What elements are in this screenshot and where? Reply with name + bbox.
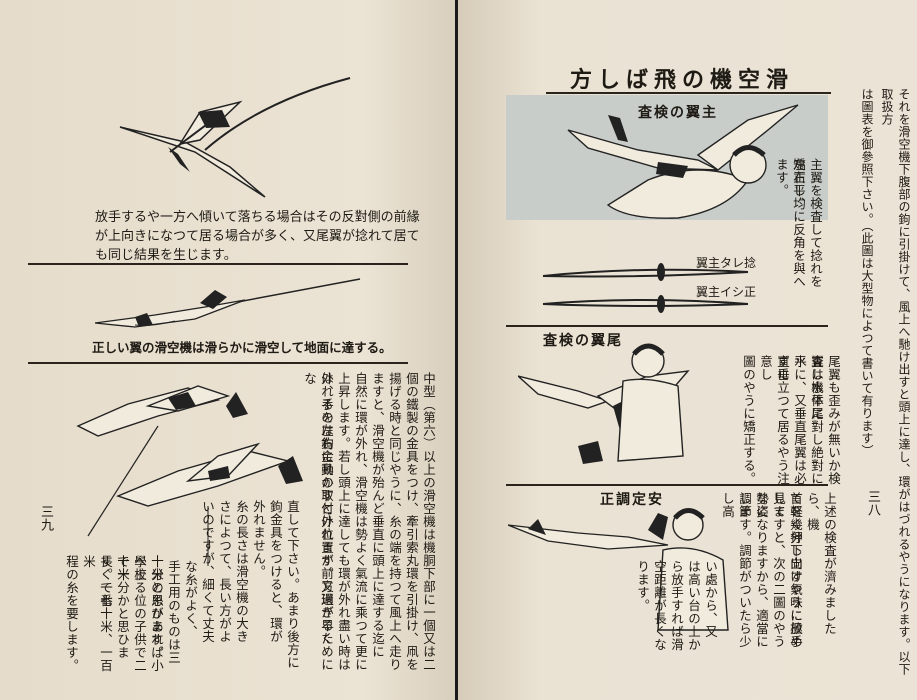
- main-wing-inspection-illustration: [567, 104, 799, 219]
- label-correct-wing: 翼主イシ正: [696, 285, 757, 299]
- text-column: 十米の糸があれば: [149, 555, 164, 659]
- caption-tilted-glider: 放手するや一方へ傾いて落ちる場合はその反對側の前緣が上向きになつて居る場合が多く…: [95, 210, 420, 263]
- text-column: は、手を左右に動かすと外れます。又環が早く: [319, 372, 334, 645]
- text-column: さによつて、長い方がよ: [217, 500, 232, 643]
- stability-text: ります。: [635, 560, 650, 612]
- text-column: 手工用のものは三: [166, 560, 181, 664]
- tail-text: 平に、又垂直尾翼は必ず垂: [775, 355, 807, 485]
- page-number-left: 三九: [38, 505, 53, 531]
- stability-text: は高い台の上か: [686, 560, 701, 651]
- caption-smooth-glide: 正しい翼の滑空機は滑らかに滑空して地面に達する。: [92, 340, 392, 355]
- stability-text: い處から、又: [703, 560, 718, 638]
- title-underline: [546, 92, 831, 94]
- tilted-glider-illustration: [119, 77, 351, 198]
- stability-text: て軽く押し出すやうに放手して: [771, 492, 803, 648]
- intro-text: は圖表を御參照下さい。（此圖は大型物によつて書いて有ります）: [860, 88, 874, 457]
- stability-text: 見ますと、次の二圖のやうな姿: [754, 492, 786, 648]
- main-wing-text: 左右平均に反角を與へます。: [774, 158, 806, 288]
- page-number-right: 三八: [865, 490, 880, 516]
- text-column: で十分かと思ひます。一番: [98, 555, 130, 659]
- section-stability: 正調定安: [600, 492, 664, 508]
- text-column: へ上る位の子供で二十米: [115, 555, 147, 672]
- text-column: 外れるのは鉤金具の取付け位置が前方過ぎるためにな: [302, 372, 334, 671]
- divider-r1: [506, 325, 828, 327]
- stability-text: 勢になりますから、適當に調節: [737, 492, 769, 648]
- text-column: 自然に環が外れ、滑空機は勢よく氣流に乘つて更に: [353, 372, 368, 671]
- intro-text: それを滑空機下腹部の鉤に引掛けて、風上へ馳け出すと頭上に達し、環がはづれるやうに…: [880, 88, 911, 676]
- text-column: 中型（第六）以上の滑空機は機胴下部に一個又は二: [421, 372, 436, 671]
- wing-comparison-illustration: [543, 263, 749, 313]
- text-column: 鉤金具をつけると、環が: [268, 500, 283, 643]
- stability-text: ら放手すれば滑: [669, 560, 684, 651]
- text-column: ますと、滑空機が殆んど垂直に頭上に達する迄に: [370, 372, 385, 658]
- divider-r2: [506, 484, 828, 486]
- stability-text: 上述の検査が濟みましたら、機: [805, 492, 837, 635]
- tail-inspection-illustration: [518, 343, 690, 464]
- tail-text: 翼は機体に對し絶對に水: [792, 355, 824, 485]
- page-title: 方しば飛の機空滑: [570, 67, 795, 93]
- section-main-wing: 査検の翼主: [638, 105, 718, 121]
- text-column: 上昇します。若し頭上に達しても環が外れ盡い時は: [336, 372, 351, 671]
- tail-text: 直に立つて居るやう注意し: [758, 355, 790, 485]
- section-tail: 査検の翼尾: [543, 333, 623, 349]
- stability-text: 首を幾分下向け氣味に極め: [788, 492, 803, 648]
- text-column: 糸の長さは滑空機の大き: [234, 500, 249, 643]
- divider-2: [28, 362, 408, 364]
- text-column: 程の糸を要します。: [64, 555, 79, 672]
- tail-text: 圖のやうに矯正する。: [741, 355, 756, 485]
- tail-text: 尾翼も歪みが無いか検査し水平尾: [809, 355, 841, 485]
- stability-text: します。調節がついたら少し高: [720, 492, 752, 648]
- text-column: な糸がよく、: [183, 560, 198, 638]
- text-column: 個の鐵製の金具をつけ、牽引索丸環を引掛け、凧を: [404, 372, 419, 671]
- divider-1: [28, 263, 408, 265]
- stability-text: 空距離が長くな: [652, 560, 667, 651]
- label-twisted-wing: 翼主タレ捻: [696, 256, 757, 270]
- text-column: 揚げる時と同じやうに、糸の端を持つて風上へ走り: [387, 372, 402, 671]
- left-page: 放手するや一方へ傾いて落ちる場合はその反對側の前緣が上向きになつて居る場合が多く…: [0, 0, 455, 700]
- smooth-glide-illustration: [95, 278, 361, 328]
- text-column: いのですが、細くて丈夫: [200, 500, 215, 643]
- main-wing-text: 主翼を検査して捻れを矯正し、: [791, 158, 823, 288]
- text-column: 長くて七十米、一百米: [81, 555, 113, 672]
- text-column: 十分と思ひます。小學校: [132, 555, 164, 672]
- right-page: 方しば飛の機空滑 査検の翼主 主翼を検査して捻れを矯正し、 左右平均に反角を與へ…: [458, 0, 917, 700]
- tow-launch-illustration: [76, 385, 303, 566]
- text-column: 直して下さい。あまり後方に: [285, 500, 300, 669]
- stability-adjustment-illustration: [508, 508, 729, 631]
- text-column: 外れません。: [251, 500, 266, 578]
